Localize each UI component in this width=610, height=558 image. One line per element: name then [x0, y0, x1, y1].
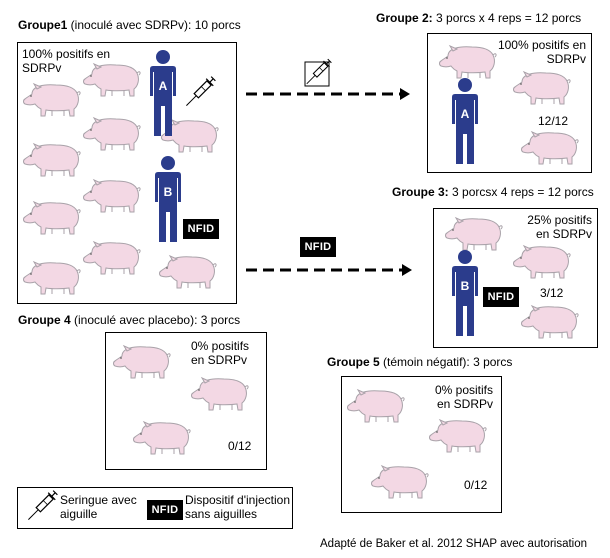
credit-text: Adapté de Baker et al. 2012 SHAP avec au…	[320, 538, 588, 550]
svg-text:B: B	[461, 279, 470, 293]
pig-icon	[439, 45, 497, 79]
svg-text:A: A	[461, 107, 470, 121]
person-icon	[452, 250, 478, 336]
pig-icon	[445, 217, 503, 251]
arrow-syringe-icon	[303, 57, 334, 88]
group2-title: Groupe 2: 3 porcs x 4 reps = 12 porcs	[376, 11, 582, 25]
group4-ratio: 0/12	[228, 439, 252, 453]
arrow-nfid-badge: NFID	[300, 237, 336, 257]
pig-icon	[371, 465, 429, 499]
person-icon	[155, 156, 181, 242]
group1-person-b: B	[155, 156, 181, 242]
pig-icon	[429, 419, 487, 453]
group1-person-a: A	[150, 50, 176, 136]
pig-icon	[133, 421, 191, 455]
legend-nfid-badge: NFID	[147, 500, 183, 520]
group4-title: Groupe 4 (inoculé avec placebo): 3 porcs	[18, 313, 241, 327]
group2-ratio: 12/12	[538, 114, 569, 128]
group1-title: Groupe1 (inoculé avec SDRPv): 10 porcs	[18, 18, 241, 32]
group2-person: A	[452, 78, 478, 164]
group3-ratio: 3/12	[540, 286, 564, 300]
person-b-label: B	[164, 185, 173, 199]
group1-pigs	[23, 63, 219, 295]
pig-icon	[191, 377, 249, 411]
pig-icon	[23, 143, 81, 177]
legend-syringe-icon	[24, 488, 60, 524]
person-icon	[150, 50, 176, 136]
group1-nfid-badge: NFID	[183, 219, 219, 239]
pig-icon	[521, 305, 579, 339]
pig-icon	[513, 245, 571, 279]
pig-icon	[83, 241, 141, 275]
group5-ratio: 0/12	[464, 478, 488, 492]
pig-icon	[521, 131, 579, 165]
pig-icon	[23, 201, 81, 235]
group3-title: Groupe 3: 3 porcsx 4 reps = 12 porcs	[392, 185, 594, 199]
group3-nfid-badge: NFID	[483, 287, 519, 307]
pig-icon	[83, 117, 141, 151]
pig-icon	[83, 63, 141, 97]
syringe-icon	[182, 74, 218, 110]
group3-person: B	[452, 250, 478, 336]
pig-icon	[23, 83, 81, 117]
person-icon	[452, 78, 478, 164]
pig-icon	[159, 255, 217, 289]
pig-icon	[23, 261, 81, 295]
group5-title: Groupe 5 (témoin négatif): 3 porcs	[327, 355, 513, 369]
person-a-label: A	[159, 79, 168, 93]
pig-icon	[513, 71, 571, 105]
arrow-to-group2	[246, 88, 410, 100]
pig-icon	[347, 389, 405, 423]
arrow-to-group3	[246, 264, 412, 276]
pig-icon	[113, 345, 171, 379]
pig-icon	[83, 179, 141, 213]
